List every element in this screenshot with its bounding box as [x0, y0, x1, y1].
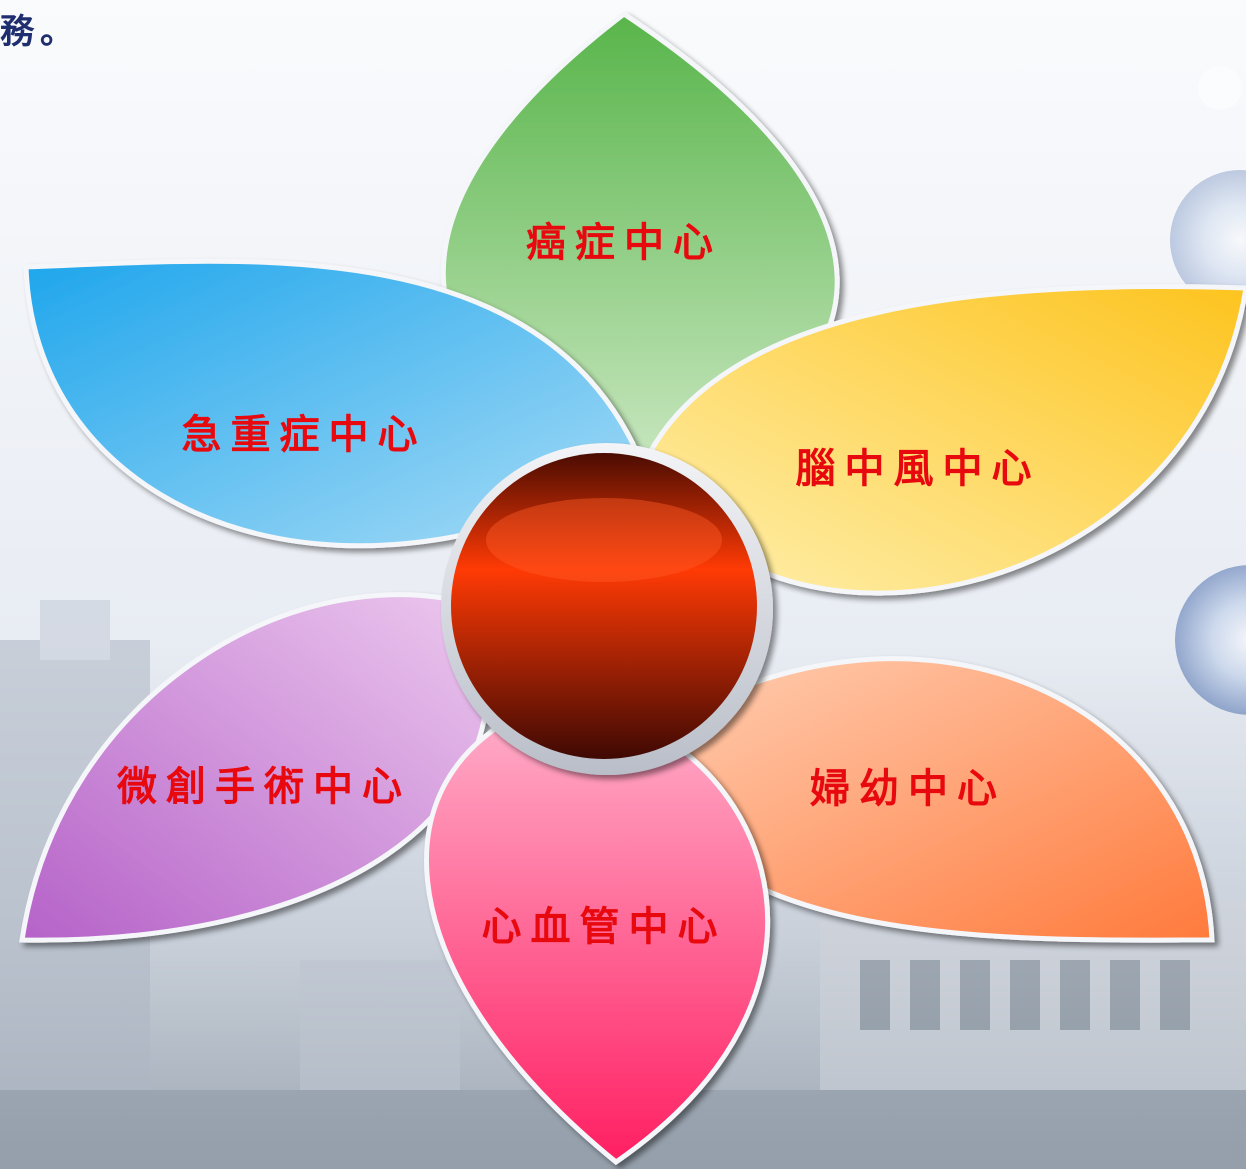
- center-button: [441, 443, 773, 775]
- petal-label-cardiovascular: 心血管中心: [482, 903, 727, 950]
- petal-label-minimally-invasive-surgery: 微創手術中心: [116, 763, 411, 810]
- petal-label-stroke: 腦中風中心: [796, 445, 1041, 492]
- petal-label-cancer: 癌症中心: [526, 219, 722, 266]
- petal-label-women-children: 婦幼中心: [810, 765, 1006, 812]
- top-text-fragment: 務。: [0, 12, 80, 52]
- petal-label-critical-care: 急重症中心: [182, 411, 427, 458]
